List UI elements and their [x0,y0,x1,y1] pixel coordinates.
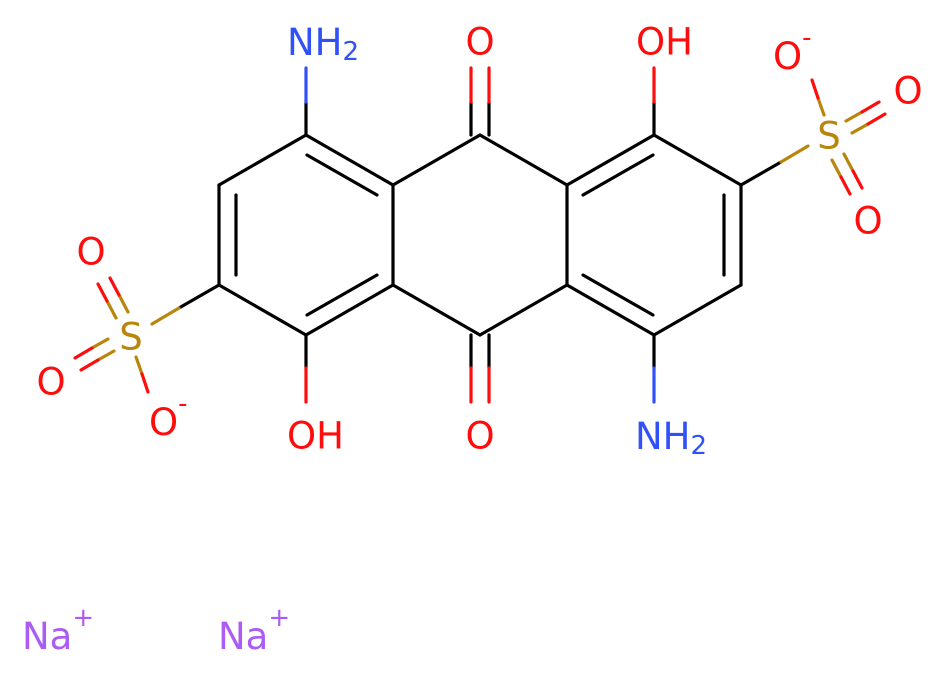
bond [140,372,150,394]
middle-ring-bonds [391,133,569,337]
sulfonate-oxygen-right-a: O [893,70,922,113]
bond [739,160,783,187]
bond [96,349,116,362]
bond [779,144,810,164]
bond [652,133,743,187]
sodium-ion: Na+ [22,603,94,658]
right-ring-bonds [565,133,743,337]
bond [565,133,656,187]
sulfur-label-right: S [817,115,841,158]
bond [108,276,121,297]
bond [105,299,118,320]
sulfonate-oxygen-left-b: O [76,231,105,274]
ketone-oxygen-bottom: O [465,415,494,458]
bond [478,283,569,337]
bond [217,283,308,337]
sulfonate-oxygen-anion-left: O- [149,389,188,444]
bond [844,110,864,123]
bond [90,337,110,350]
sodium-ion: Na+ [218,603,290,658]
bond-inner [581,153,655,197]
bond [851,169,864,190]
bond [96,282,109,303]
ketone-oxygen-top: O [465,21,494,64]
bond [150,306,181,326]
bond [304,283,395,337]
substituent-bonds [73,66,887,404]
bond-inner [305,153,379,197]
hydroxyl-label-top: OH [636,21,693,64]
bond [866,112,887,126]
bond [134,355,144,376]
bond [73,346,94,360]
bond-inner [305,273,379,317]
amine-label-bottom: NH2 [635,415,707,462]
bond-inner [581,273,655,317]
bond [117,293,130,314]
bond [391,283,482,337]
left-ring-bonds [217,133,395,337]
bond [860,100,881,114]
bond [842,152,855,173]
bond [79,358,100,372]
bond [565,283,656,337]
sulfonate-oxygen-right-b: O [853,200,882,243]
sulfonate-oxygen-left-a: O [36,361,65,404]
atom-labels: NH2 O OH O- O S O O S O O- OH O [36,21,922,462]
bond [177,283,221,310]
amine-label-top: NH2 [287,21,359,68]
bond [839,175,852,196]
bond [850,122,870,135]
bond [810,78,820,100]
bond [830,158,843,179]
bond [217,133,308,187]
counterions: Na+ Na+ [22,603,290,658]
bond [478,133,569,187]
bond [652,283,743,337]
sulfur-label-left: S [119,316,143,359]
bond [391,133,482,187]
bond [816,96,826,117]
hydroxyl-label-bottom: OH [287,415,344,458]
sulfonate-oxygen-anion-right: O- [773,23,812,78]
bond [304,133,395,187]
